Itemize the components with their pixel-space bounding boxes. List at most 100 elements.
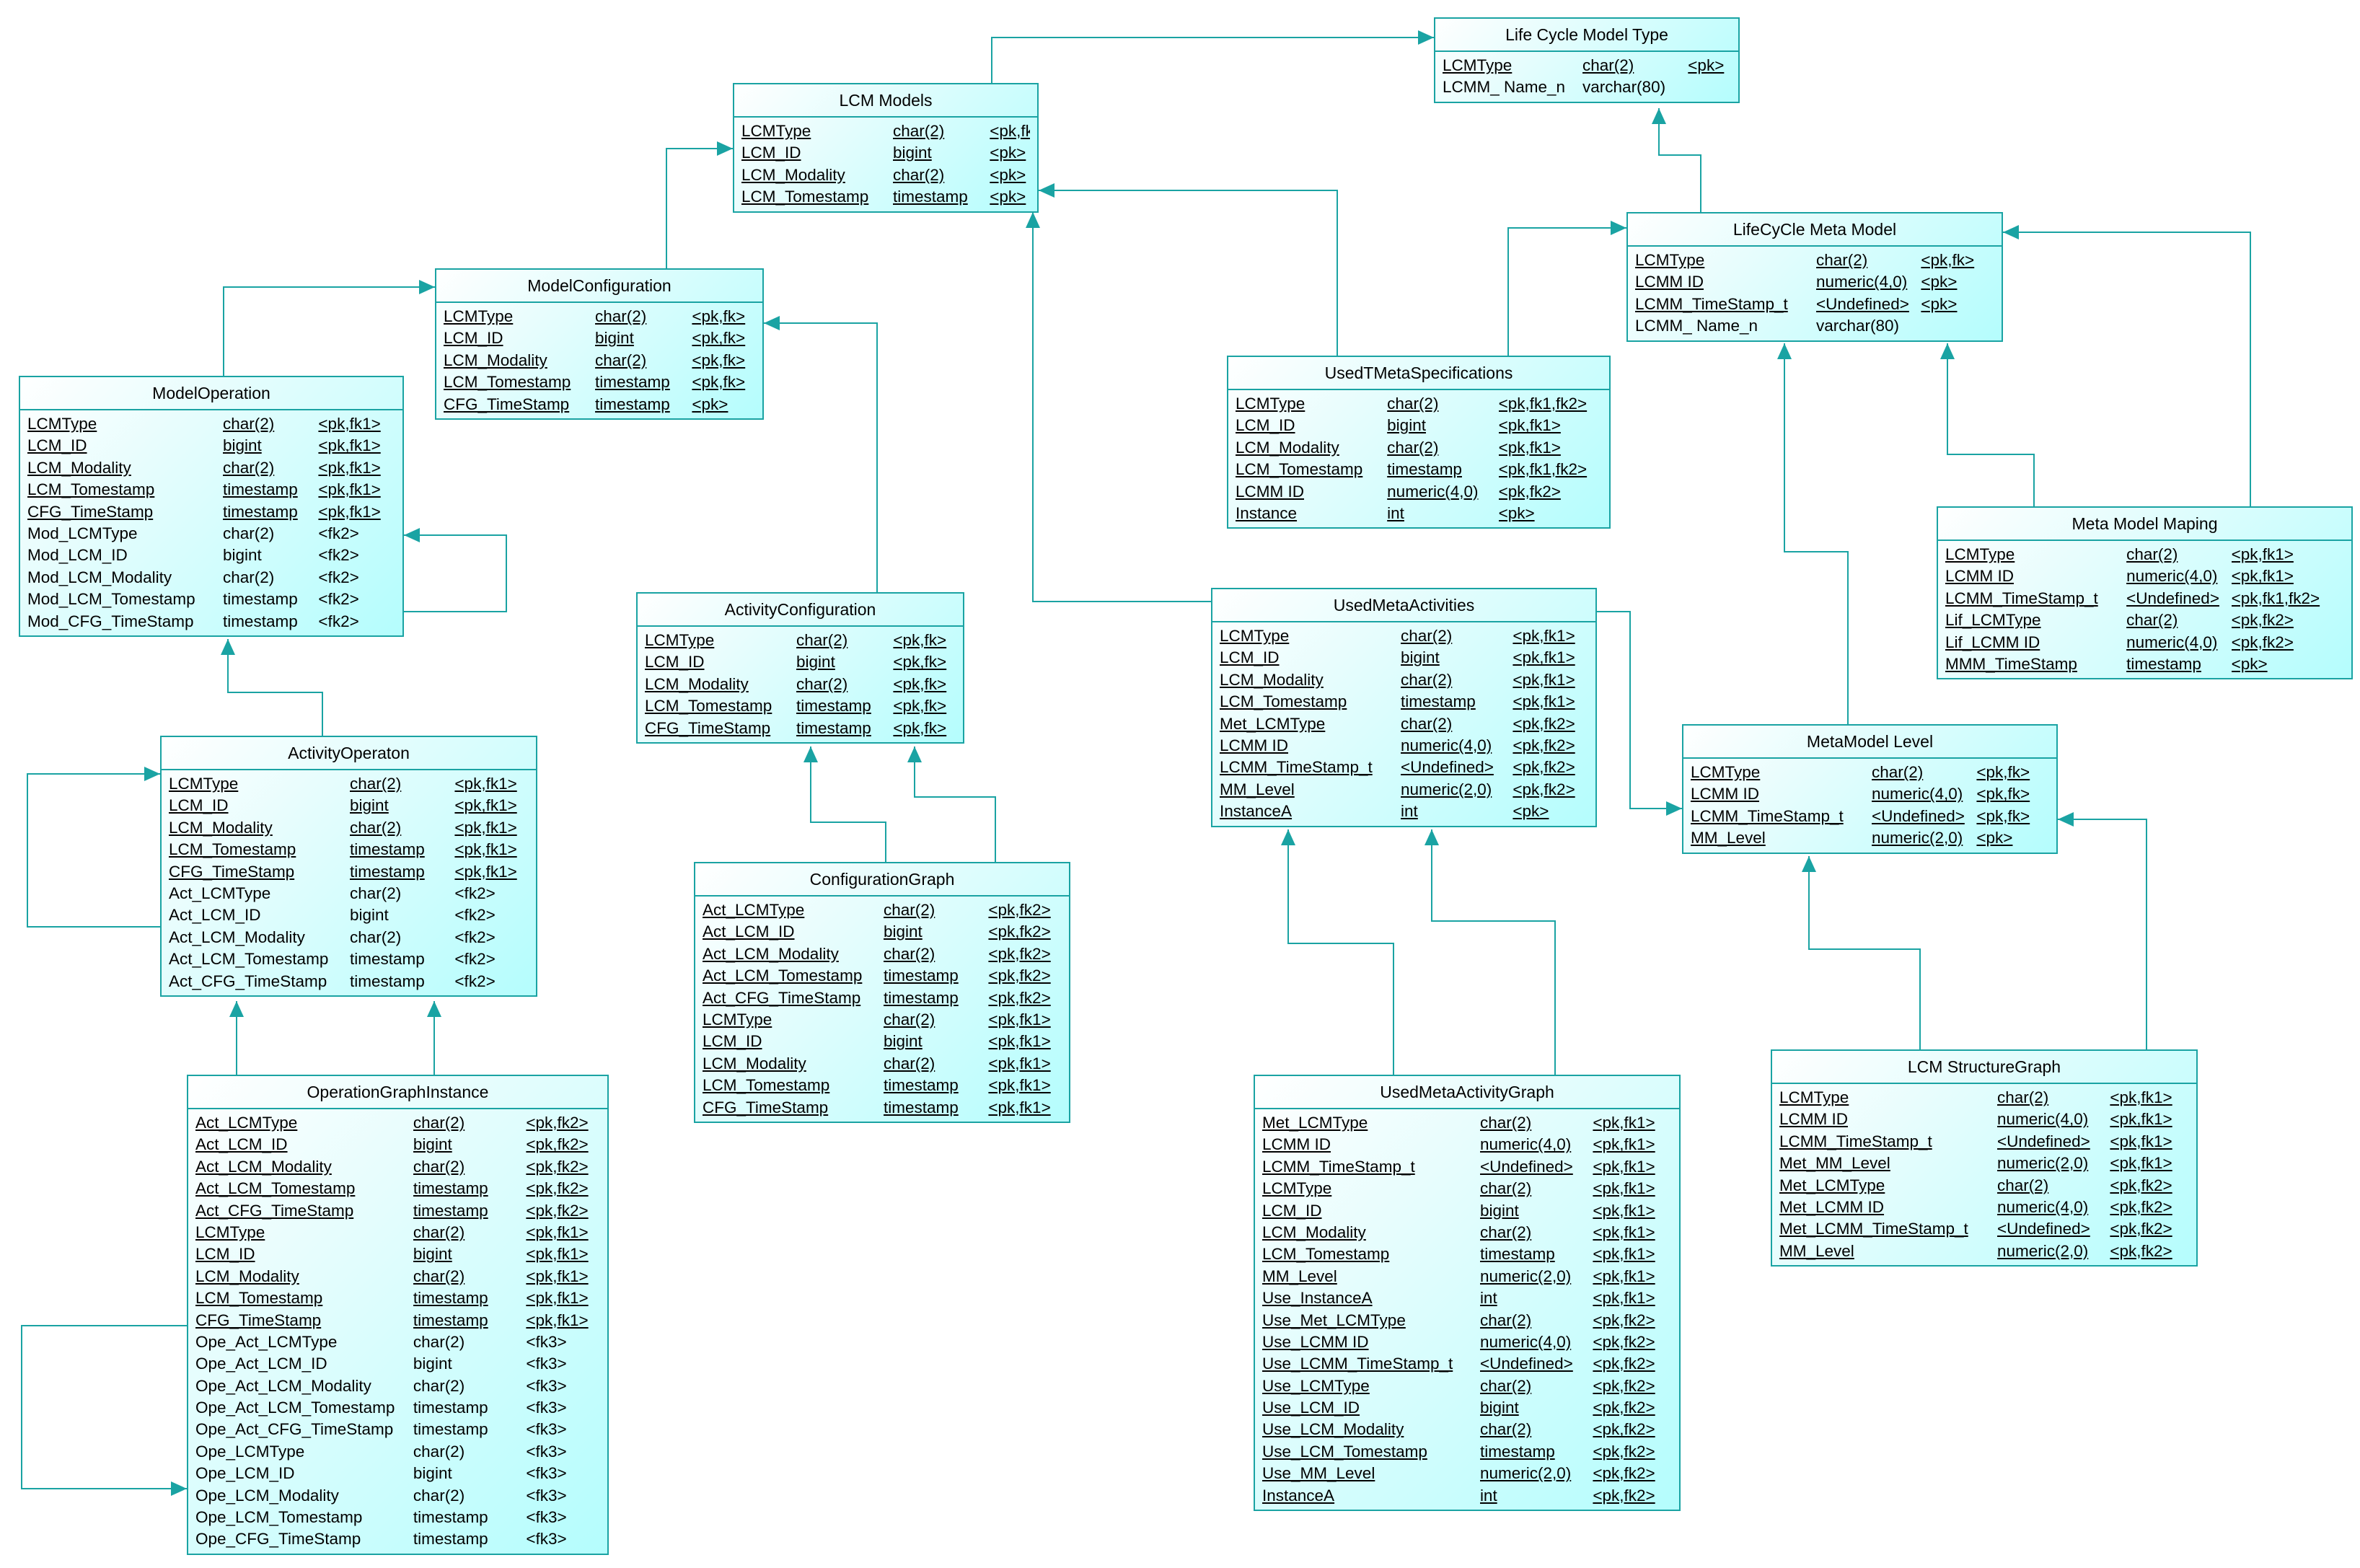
relationship-activity-operaton-self[interactable] <box>27 767 160 928</box>
relationship-line[interactable] <box>666 148 733 268</box>
column-type: char(2) <box>413 1442 465 1461</box>
relationship-model-configuration-to-lcm-models[interactable] <box>666 141 733 268</box>
column-name: Mod_LCMType <box>27 524 138 542</box>
relationship-activity-configuration-to-model-configuration[interactable] <box>764 316 878 592</box>
relationship-operation-graph-instance-to-activity-operaton-2[interactable] <box>427 1001 441 1075</box>
relationship-line[interactable] <box>991 37 1434 83</box>
relationship-line[interactable] <box>1032 212 1211 602</box>
column-type: timestamp <box>413 1508 488 1527</box>
relationship-used-meta-activities-to-metamodel-level[interactable] <box>1597 611 1682 816</box>
column-key: <pk,fk2> <box>1513 714 1575 733</box>
column-type: timestamp <box>2126 654 2201 673</box>
relationship-line[interactable] <box>914 746 996 862</box>
relationship-line[interactable] <box>1808 856 1921 1049</box>
column-row: LCMM_TimeStamp_t<Undefined><pk,fk> <box>1691 806 2049 827</box>
relationship-model-operation-self[interactable] <box>404 528 507 612</box>
column-name: LCMM ID <box>1945 567 2014 586</box>
relationship-line[interactable] <box>1947 343 2035 506</box>
column-name: LCM_Modality <box>1236 438 1339 457</box>
relationship-line[interactable] <box>2003 232 2251 506</box>
relationship-line[interactable] <box>1039 190 1338 356</box>
column-key: <pk,fk> <box>893 674 947 693</box>
relationship-line[interactable] <box>404 534 507 612</box>
column-key: <pk,fk2> <box>526 1179 589 1198</box>
relationship-line[interactable] <box>1658 108 1701 212</box>
relationship-used-t-meta-specifications-to-lcm-models[interactable] <box>1039 183 1338 356</box>
relationship-lcm-structure-graph-to-metamodel-level-2[interactable] <box>2058 812 2147 1049</box>
column-name: LCMM_ Name_n <box>1443 78 1566 97</box>
relationship-used-meta-activity-graph-to-used-meta-activities[interactable] <box>1281 829 1394 1075</box>
column-name: MM_Level <box>1779 1241 1854 1260</box>
relationship-line[interactable] <box>27 773 160 928</box>
relationship-used-meta-activities-to-lcm-models[interactable] <box>1026 212 1211 602</box>
entity-lcm-models[interactable]: LCM ModelsLCMTypechar(2)<pk,fk>LCM_IDbig… <box>733 83 1039 213</box>
relationship-line[interactable] <box>2058 819 2147 1049</box>
relationship-meta-model-maping-to-lifecycle-meta-model-2[interactable] <box>2003 225 2251 506</box>
relationship-configuration-graph-to-activity-configuration[interactable] <box>803 746 886 862</box>
relationship-used-t-meta-specifications-to-lifecycle-meta-model[interactable] <box>1507 221 1626 356</box>
column-type: timestamp <box>222 590 298 609</box>
column-name: LCMType <box>169 775 239 793</box>
column-type: bigint <box>883 922 923 941</box>
relationship-lifecycle-meta-model-to-life-cycle-model-type[interactable] <box>1652 108 1701 212</box>
column-name: LCM_ID <box>1236 416 1295 435</box>
column-key: <pk,fk> <box>1976 806 2030 825</box>
entity-title: LCM Models <box>734 84 1037 118</box>
relationship-line[interactable] <box>764 322 878 592</box>
relationship-operation-graph-instance-to-activity-operaton[interactable] <box>229 1001 244 1075</box>
relationship-activity-operaton-to-model-operation[interactable] <box>221 639 323 736</box>
column-key: <pk,fk1> <box>318 436 381 455</box>
column-name: LCM_Modality <box>1220 670 1324 689</box>
relationship-line[interactable] <box>1287 829 1394 1075</box>
column-name: Act_LCMType <box>195 1114 298 1132</box>
relationship-used-meta-activity-graph-to-used-meta-activities-2[interactable] <box>1425 829 1556 1075</box>
relationship-line[interactable] <box>1431 829 1556 1075</box>
relationship-metamodel-level-to-lifecycle-meta-model[interactable] <box>1777 343 1849 724</box>
column-key: <fk2> <box>454 884 496 902</box>
column-row: LCMM_TimeStamp_t<Undefined><pk,fk2> <box>1220 757 1588 778</box>
column-type: char(2) <box>1401 670 1453 689</box>
relationship-configuration-graph-to-activity-configuration-2[interactable] <box>907 746 996 862</box>
column-name: Use_MM_Level <box>1262 1464 1375 1483</box>
relationship-lcm-models-to-life-cycle-model-type[interactable] <box>991 30 1434 83</box>
column-type: numeric(4,0) <box>2126 567 2218 586</box>
column-type: <Undefined> <box>1815 294 1909 313</box>
relationship-line[interactable] <box>1784 343 1849 724</box>
relationship-line[interactable] <box>1597 611 1682 809</box>
relationship-line[interactable] <box>223 286 435 376</box>
relationship-meta-model-maping-to-lifecycle-meta-model[interactable] <box>1940 343 2035 506</box>
column-name: Instance <box>1236 503 1298 522</box>
relationship-line[interactable] <box>810 746 886 862</box>
relationship-line[interactable] <box>227 639 323 736</box>
column-type: timestamp <box>350 950 425 969</box>
relationship-lcm-structure-graph-to-metamodel-level[interactable] <box>1802 856 1921 1049</box>
column-type: bigint <box>413 1135 452 1154</box>
column-type: char(2) <box>1387 438 1439 457</box>
relationship-model-operation-to-model-configuration[interactable] <box>223 280 435 376</box>
entity-title: ActivityOperaton <box>162 737 536 770</box>
relationship-line[interactable] <box>1507 227 1626 356</box>
column-key: <pk,fk> <box>893 653 947 671</box>
column-name: Act_LCMType <box>703 901 805 919</box>
